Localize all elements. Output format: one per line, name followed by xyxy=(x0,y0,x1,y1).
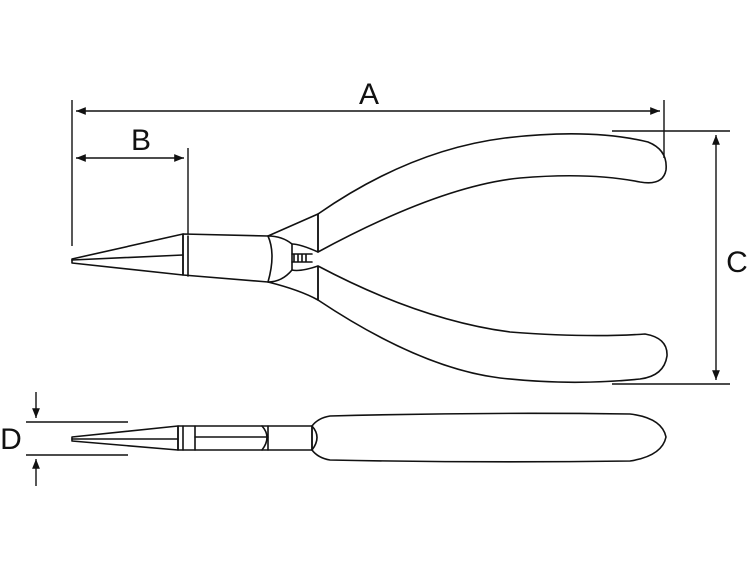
dimension-b-label: B xyxy=(131,124,151,157)
side-joint xyxy=(177,425,269,451)
dimension-a: A xyxy=(71,78,665,246)
dimension-a-label: A xyxy=(359,78,379,111)
upper-grip xyxy=(317,133,667,253)
dimension-c-label: C xyxy=(726,246,748,279)
pliers-side-view xyxy=(71,412,667,463)
spring xyxy=(291,253,313,263)
dimension-c: C xyxy=(612,130,748,385)
dimension-b: B xyxy=(76,124,189,234)
upper-handle xyxy=(267,213,319,253)
pliers-top-view xyxy=(71,133,668,384)
lower-handle xyxy=(267,265,319,301)
jaw-tip xyxy=(71,233,184,276)
dimension-d: D xyxy=(0,392,128,486)
side-handle xyxy=(311,412,667,463)
side-jaw-tip xyxy=(71,425,179,451)
lower-grip xyxy=(317,265,668,384)
joint-box xyxy=(182,233,293,283)
dimension-d-label: D xyxy=(0,423,22,456)
